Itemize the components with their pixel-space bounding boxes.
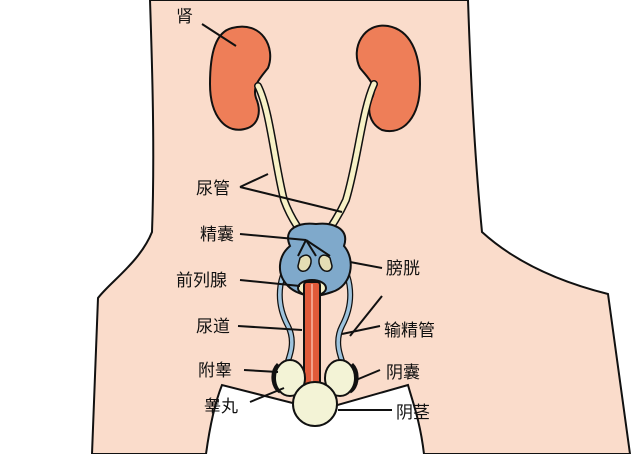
left-kidney [208, 25, 272, 131]
testis-right [324, 359, 356, 397]
leader-lines [201, 23, 392, 411]
label-testis: 睾丸 [204, 397, 238, 417]
seminal-vesicle-right [318, 254, 333, 272]
label-urethra: 尿道 [196, 317, 230, 337]
label-scrotum: 阴囊 [386, 363, 420, 383]
seminal-vesicle-left [297, 254, 312, 272]
label-seminal-vesicle: 精囊 [200, 225, 234, 245]
label-prostate: 前列腺 [176, 271, 227, 291]
bladder [279, 222, 352, 298]
right-kidney [355, 24, 422, 133]
label-penis: 阴茎 [396, 403, 430, 423]
label-epididymis: 附睾 [198, 361, 232, 381]
label-bladder: 膀胱 [386, 259, 420, 279]
label-kidney: 肾 [176, 7, 193, 27]
label-vas-deferens: 输精管 [384, 321, 435, 341]
penis-head [292, 381, 338, 427]
testis-left [274, 359, 306, 397]
label-ureter: 尿管 [196, 179, 230, 199]
